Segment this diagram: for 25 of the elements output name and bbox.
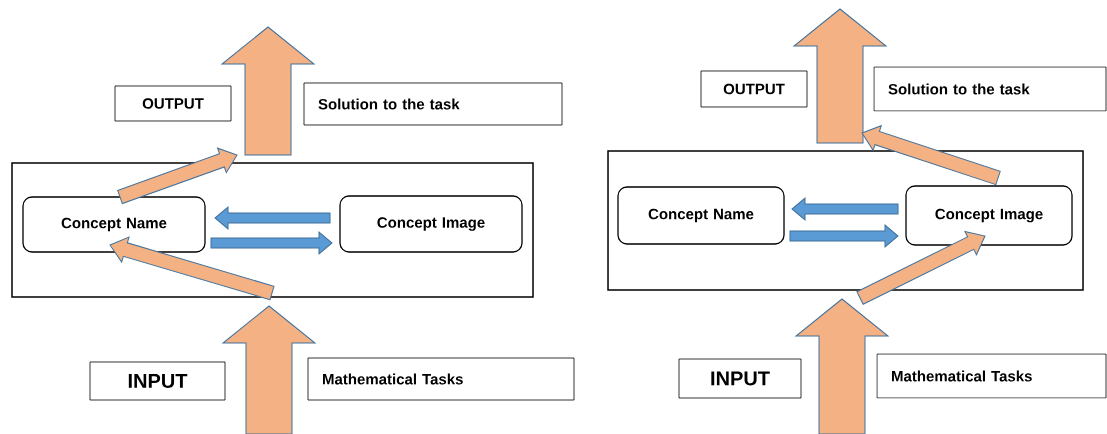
- block-arrow: [109, 236, 275, 301]
- block-arrow: [856, 230, 986, 305]
- block-arrow: [793, 8, 887, 144]
- label-box: Mathematical Tasks: [876, 353, 1107, 399]
- block-arrow: [795, 298, 889, 434]
- block-arrow: [861, 125, 1001, 186]
- block-arrow: [117, 147, 238, 205]
- label-box: INPUT: [89, 361, 226, 401]
- label-box: OUTPUT: [700, 70, 808, 108]
- block-arrow: [221, 26, 315, 156]
- label-box: Solution to the task: [303, 82, 563, 126]
- label-box: Solution to the task: [873, 66, 1107, 112]
- frame-box: [607, 150, 1084, 291]
- concept-box: Concept Name: [617, 186, 785, 245]
- block-arrow: [210, 231, 333, 255]
- label-box: Mathematical Tasks: [307, 357, 575, 401]
- block-arrow: [222, 305, 316, 434]
- concept-box: Concept Image: [339, 195, 523, 253]
- label-box: INPUT: [678, 358, 802, 399]
- block-arrow: [791, 197, 899, 221]
- label-box: OUTPUT: [114, 85, 232, 122]
- block-arrow: [789, 224, 899, 248]
- block-arrow: [214, 206, 331, 230]
- frame-box: [11, 162, 534, 298]
- concept-box: Concept Image: [905, 185, 1073, 246]
